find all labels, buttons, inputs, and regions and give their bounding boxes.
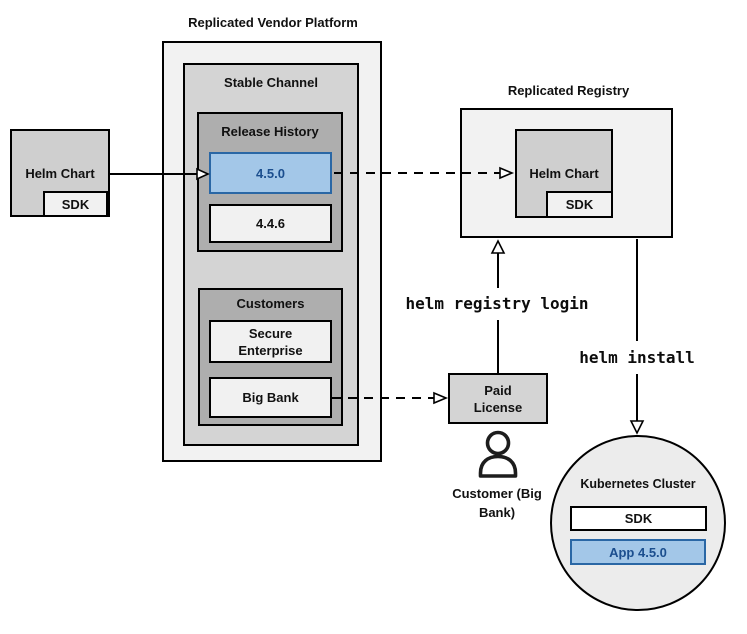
customer-secure-enterprise-label: Secure Enterprise bbox=[238, 325, 303, 358]
paid-license-box: Paid License bbox=[448, 373, 548, 424]
kubernetes-cluster-label: Kubernetes Cluster bbox=[580, 477, 696, 491]
person-icon bbox=[478, 430, 518, 478]
release-history-label: Release History bbox=[221, 124, 319, 139]
release-version-446-label: 4.4.6 bbox=[256, 216, 285, 231]
stable-channel-label: Stable Channel bbox=[224, 75, 318, 90]
command-helm-install-text: helm install bbox=[576, 348, 698, 367]
platform-title: Replicated Vendor Platform bbox=[188, 15, 358, 30]
actor-label: Customer (Big Bank) bbox=[437, 484, 557, 522]
source-sdk-box: SDK bbox=[43, 191, 108, 217]
cluster-app-box: App 4.5.0 bbox=[570, 539, 706, 565]
cluster-sdk-box: SDK bbox=[570, 506, 707, 531]
arrow-registry-to-cluster bbox=[629, 239, 645, 435]
cluster-app-label: App 4.5.0 bbox=[609, 544, 667, 560]
release-version-446-box: 4.4.6 bbox=[209, 204, 332, 243]
registry-sdk-box: SDK bbox=[546, 191, 613, 218]
registry-helm-chart-label: Helm Chart bbox=[529, 166, 599, 181]
registry-title: Replicated Registry bbox=[507, 83, 630, 98]
customer-big-bank-label: Big Bank bbox=[242, 390, 299, 405]
release-version-450-label: 4.5.0 bbox=[256, 165, 285, 181]
command-registry-login: helm registry login bbox=[387, 294, 607, 313]
paid-license-label: Paid License bbox=[473, 382, 523, 415]
command-helm-install: helm install bbox=[567, 348, 707, 367]
cluster-sdk-label: SDK bbox=[624, 511, 653, 526]
source-helm-chart-label: Helm Chart bbox=[25, 165, 95, 181]
source-sdk-label: SDK bbox=[61, 196, 90, 212]
actor-label-text: Customer (Big Bank) bbox=[452, 486, 542, 520]
release-version-450-box: 4.5.0 bbox=[209, 152, 332, 194]
customer-secure-enterprise-box: Secure Enterprise bbox=[209, 320, 332, 363]
registry-sdk-label: SDK bbox=[565, 197, 594, 212]
customers-label: Customers bbox=[236, 296, 305, 311]
customer-big-bank-box: Big Bank bbox=[209, 377, 332, 418]
command-registry-login-text: helm registry login bbox=[402, 294, 592, 313]
